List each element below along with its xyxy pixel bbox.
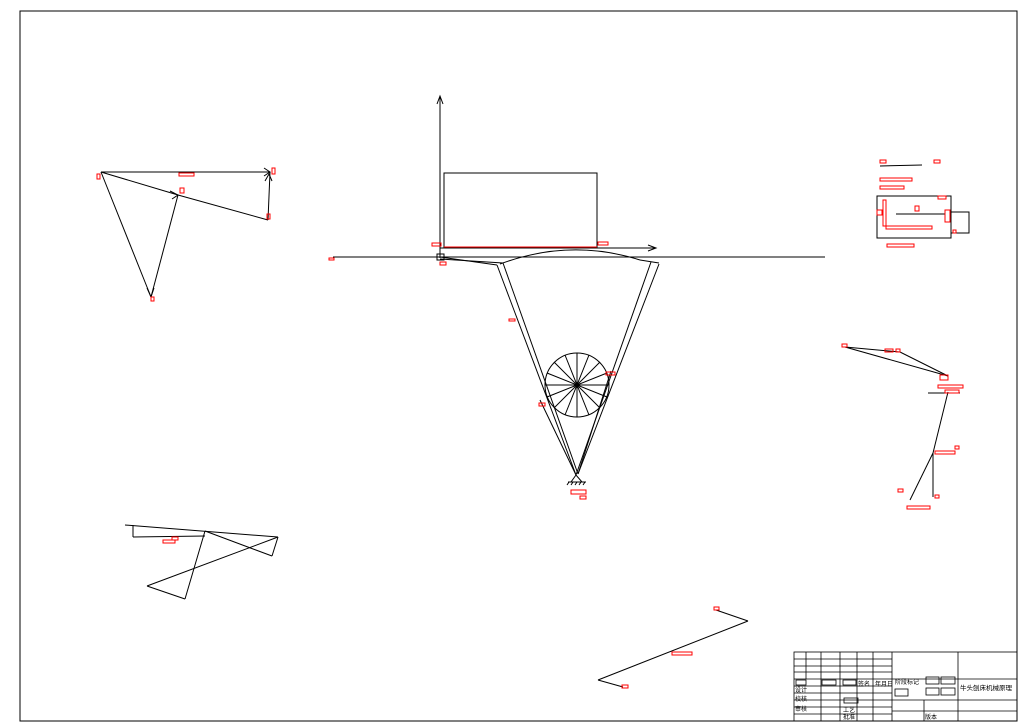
main-mechanism-labels — [328, 241, 616, 500]
bottom-trace-labels — [621, 606, 720, 689]
force-polygon-right-labels — [841, 343, 964, 510]
title-block — [793, 651, 1018, 722]
title-block-text: 牛头刨床机械原理 阶段标记 签名 年月日 设计 校核 审核 工艺 批准 版本 — [795, 678, 1013, 721]
velocity-polygon — [100, 167, 273, 299]
bottom-trace — [597, 609, 749, 688]
acceleration-polygon — [124, 524, 279, 600]
date-label: 年月日 — [875, 680, 893, 688]
main-mechanism — [333, 94, 825, 486]
stage-mark-label: 阶段标记 — [895, 678, 919, 686]
process-label: 工艺 — [843, 706, 855, 714]
approve-label: 批准 — [843, 713, 855, 721]
row-label-check: 校核 — [795, 695, 807, 703]
version-label: 版本 — [925, 713, 937, 721]
slider-detail-sketch — [876, 164, 970, 239]
drawing-title: 牛头刨床机械原理 — [960, 683, 1013, 692]
sign-label: 签名 — [858, 680, 870, 688]
drawing-frame — [19, 10, 1018, 722]
row-label-design: 设计 — [795, 686, 807, 694]
force-polygon-right — [844, 346, 960, 501]
slider-detail-labels — [876, 159, 957, 248]
acceleration-polygon-labels — [162, 536, 179, 544]
velocity-polygon-labels — [96, 167, 276, 302]
row-label-review: 审核 — [795, 705, 807, 713]
